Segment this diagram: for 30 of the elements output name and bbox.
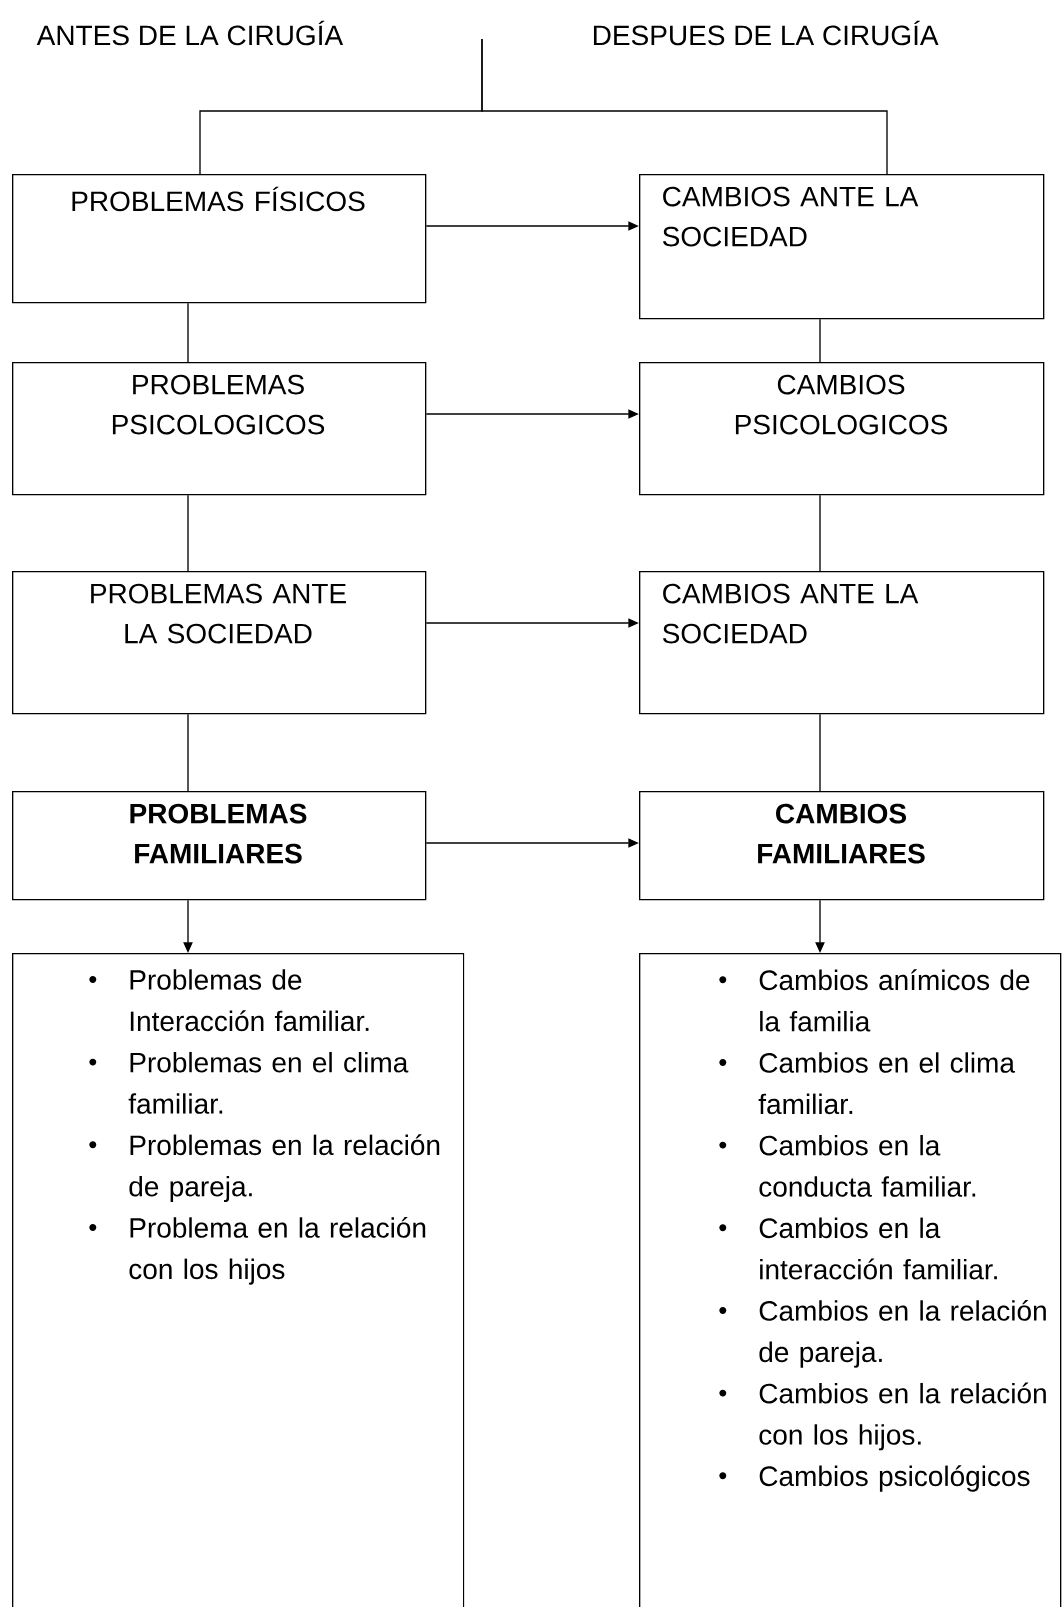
list-item: Cambios anímicos de la familia	[719, 969, 1030, 1032]
connector	[187, 713, 189, 792]
connector	[481, 38, 888, 175]
list-box	[639, 953, 1062, 1607]
connector	[819, 318, 821, 363]
connector	[819, 494, 821, 572]
text-box: CAMBIOS FAMILIARES	[639, 791, 1045, 901]
text-box: PROBLEMAS ANTE LA SOCIEDAD	[12, 571, 427, 715]
connector	[819, 713, 821, 792]
list-item: Cambios en la conducta familiar.	[719, 1134, 976, 1197]
connector	[187, 302, 189, 363]
text-box: PROBLEMAS FAMILIARES	[12, 791, 427, 901]
text-box: PROBLEMAS FÍSICOS	[12, 174, 427, 304]
list-item: Problemas de Interacción familiar.	[89, 969, 369, 1032]
connector	[187, 494, 189, 572]
heading: DESPUES DE LA CIRUGÍA	[593, 20, 939, 46]
text-box: CAMBIOS PSICOLOGICOS	[639, 362, 1045, 496]
text-box: CAMBIOS ANTE LA SOCIEDAD	[639, 571, 1045, 715]
list-item: Cambios en la interacción familiar.	[719, 1217, 997, 1280]
list-item: Cambios en la relación de pareja.	[719, 1299, 1046, 1368]
list-box	[12, 953, 465, 1607]
list-item: Cambios en la relación con los hijos.	[719, 1382, 1046, 1451]
list-item: Cambios psicológicos	[719, 1465, 1030, 1492]
list-item: Problema en la relación con los hijos	[89, 1216, 426, 1285]
list-item: Problemas en el clima familiar.	[89, 1051, 409, 1114]
text-box: CAMBIOS ANTE LA SOCIEDAD	[639, 174, 1045, 320]
list-item: Cambios en el clima familiar.	[719, 1052, 1015, 1115]
heading: ANTES DE LA CIRUGÍA	[36, 20, 344, 46]
text-box: PROBLEMAS PSICOLOGICOS	[12, 362, 427, 496]
list-item: Problemas en la relación de pareja.	[89, 1134, 440, 1203]
